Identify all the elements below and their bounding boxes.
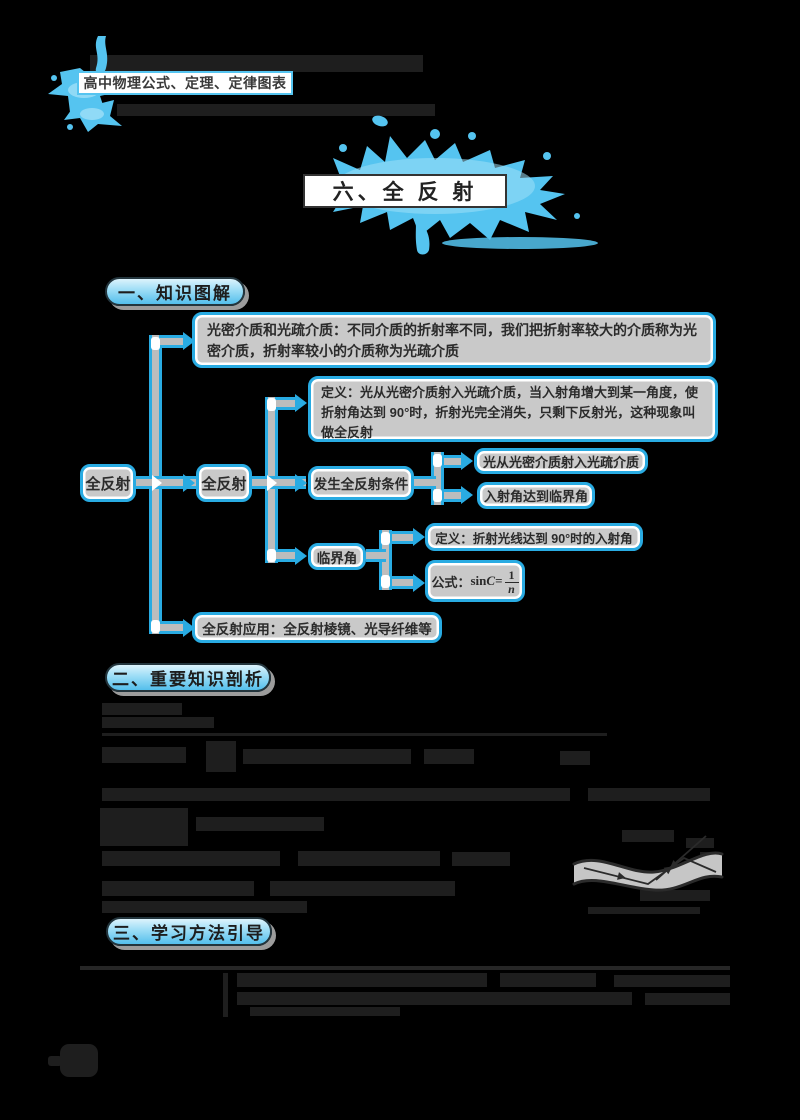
- illegible-text-bar: [102, 881, 254, 896]
- illegible-text-bar: [700, 852, 718, 861]
- illegible-text-bar: [117, 104, 435, 116]
- horizontal-rule: [80, 966, 730, 970]
- junction-arrow-icon: [152, 475, 162, 491]
- arrowhead-icon: [413, 528, 425, 546]
- junction-marker: [433, 454, 442, 467]
- mindmap-node-conditions: 发生全反射条件: [308, 466, 414, 500]
- mindmap-box-applications: 全反射应用：全反射棱镜、光导纤维等: [192, 612, 442, 643]
- mindmap-box-condition-2: 入射角达到临界角: [477, 482, 595, 509]
- illegible-text-bar: [243, 749, 411, 764]
- illegible-text-bar: [102, 901, 307, 913]
- mindmap-node-root: 全反射: [80, 464, 136, 502]
- series-title: 高中物理公式、定理、定律图表: [77, 71, 293, 95]
- connector-branch: [392, 576, 416, 589]
- illegible-text-bar: [588, 907, 700, 914]
- arrowhead-icon: [461, 452, 473, 470]
- connector-branch: [392, 531, 416, 544]
- arrowhead-icon: [295, 474, 307, 492]
- mindmap-box-definition: 定义：光从光密介质射入光疏介质，当入射角增大到某一角度，使折射角达到 90°时，…: [308, 376, 718, 442]
- illegible-text-bar: [686, 838, 714, 848]
- junction-marker: [381, 532, 390, 545]
- mindmap-box-critical-definition: 定义：折射光线达到 90°时的入射角: [425, 523, 643, 551]
- illegible-text-bar: [237, 973, 487, 987]
- illegible-text-bar: [223, 973, 228, 1017]
- illegible-text-bar: [102, 717, 214, 728]
- illegible-text-bar: [102, 788, 570, 801]
- illegible-text-bar: [500, 973, 596, 987]
- section-header-knowledge-diagram: 一、知识图解: [105, 277, 245, 306]
- connector-branch: [160, 621, 186, 634]
- chapter-title: 六、全 反 射: [303, 174, 507, 208]
- illegible-text-bar: [102, 747, 186, 763]
- illegible-text-bar: [270, 881, 455, 896]
- illegible-text-bar: [298, 851, 440, 866]
- formula-sin: sin: [470, 573, 487, 588]
- fraction-denominator: n: [508, 581, 515, 596]
- arrowhead-icon: [183, 474, 195, 492]
- connector-branch: [444, 489, 464, 502]
- illegible-text-bar: [588, 788, 710, 801]
- formula-label: 公式：: [431, 574, 471, 590]
- connector-branch: [444, 455, 464, 468]
- illegible-text-bar: [102, 733, 607, 736]
- illegible-text-bar: [645, 993, 730, 1005]
- connector-branch: [252, 476, 306, 489]
- junction-marker: [433, 489, 442, 502]
- junction-marker: [151, 337, 160, 350]
- connector-branch: [276, 549, 298, 562]
- connector-branch: [414, 476, 436, 489]
- illegible-text-bar: [614, 975, 730, 987]
- mindmap-node-sub-root: 全反射: [196, 464, 252, 502]
- section-header-key-knowledge: 二、重要知识剖析: [105, 663, 271, 692]
- arrowhead-icon: [413, 574, 425, 592]
- connector-branch: [366, 549, 386, 562]
- connector-branch: [276, 397, 298, 410]
- illegible-text-bar: [640, 890, 710, 901]
- connector-branch: [136, 476, 196, 489]
- illegible-text-bar: [60, 1044, 98, 1077]
- arrowhead-icon: [295, 394, 307, 412]
- arrowhead-icon: [295, 547, 307, 565]
- illegible-text-bar: [48, 1056, 62, 1066]
- section-header-study-methods: 三、学习方法引导: [106, 917, 272, 946]
- illegible-text-bar: [206, 741, 236, 772]
- illegible-text-bar: [452, 852, 510, 866]
- junction-marker: [381, 575, 390, 588]
- illegible-text-bar: [622, 830, 674, 842]
- illegible-text-bar: [237, 992, 632, 1005]
- illegible-text-bar: [250, 1007, 400, 1016]
- junction-arrow-icon: [267, 475, 277, 491]
- illegible-text-bar: [102, 703, 182, 715]
- illegible-text-bar: [100, 808, 188, 846]
- junction-marker: [267, 549, 276, 562]
- connector-branch: [160, 335, 186, 348]
- illegible-text-bar: [424, 749, 474, 764]
- formula-variable: C: [486, 573, 496, 588]
- illegible-text-bar: [560, 751, 590, 765]
- formula-equals: =: [495, 573, 503, 588]
- mindmap-box-optical-media: 光密介质和光疏介质：不同介质的折射率不同，我们把折射率较大的介质称为光密介质，折…: [192, 312, 716, 368]
- arrowhead-icon: [461, 486, 473, 504]
- mindmap-node-critical-angle: 临界角: [308, 543, 366, 570]
- junction-marker: [151, 620, 160, 633]
- junction-marker: [267, 398, 276, 411]
- illegible-text-bar: [196, 817, 324, 831]
- mindmap-box-condition-1: 光从光密介质射入光疏介质: [474, 448, 648, 474]
- illegible-text-bar: [102, 851, 280, 866]
- fraction-numerator: 1: [504, 569, 519, 583]
- illegible-text-bar: [90, 55, 423, 72]
